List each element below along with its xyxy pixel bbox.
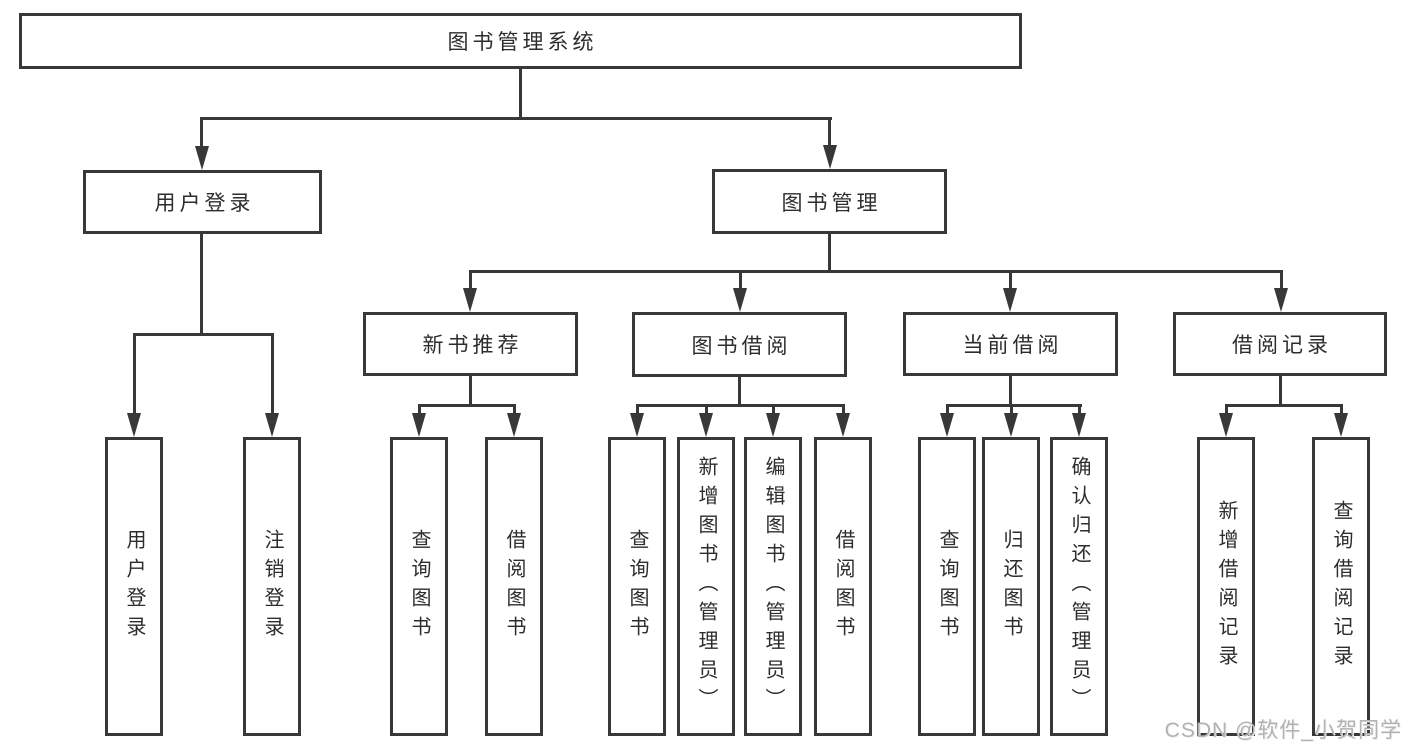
node-root: 图书管理系统 (19, 13, 1022, 69)
leaf-label: 新增图书（管理员） (695, 456, 717, 717)
arrow-down-icon (823, 145, 837, 169)
connector-line (1010, 406, 1013, 414)
connector-line (418, 406, 421, 414)
connector-line (271, 335, 274, 413)
connector-line (1225, 406, 1228, 414)
connector-line (705, 406, 708, 414)
node-label: 借阅记录 (1232, 334, 1332, 357)
connector-line (133, 335, 136, 413)
leaf-nbr-borrow-book: 借阅图书 (485, 437, 543, 736)
arrow-down-icon (1219, 413, 1233, 437)
node-borrow-record: 借阅记录 (1173, 312, 1387, 376)
connector-line (1009, 376, 1012, 406)
arrow-down-icon (412, 413, 426, 437)
connector-line (513, 406, 516, 414)
connector-line (133, 333, 274, 336)
arrow-down-icon (1334, 413, 1348, 437)
arrow-down-icon (1072, 413, 1086, 437)
connector-line (1340, 406, 1343, 414)
leaf-br-query-record: 查询借阅记录 (1312, 437, 1370, 736)
watermark: CSDN @软件_小贺同学 (1164, 719, 1402, 742)
arrow-down-icon (940, 413, 954, 437)
connector-line (519, 67, 522, 117)
arrow-down-icon (1004, 413, 1018, 437)
leaf-user-login: 用户登录 (105, 437, 163, 736)
leaf-br-add-record: 新增借阅记录 (1197, 437, 1255, 736)
node-label: 图书借阅 (691, 334, 792, 358)
connector-line (828, 119, 831, 146)
connector-line (946, 406, 949, 414)
connector-line (200, 234, 203, 335)
leaf-nbr-query-book: 查询图书 (390, 437, 448, 736)
connector-line (772, 406, 775, 414)
leaf-label: 确认归还（管理员） (1068, 456, 1090, 717)
arrow-down-icon (836, 413, 850, 437)
leaf-cb-confirm-return-admin: 确认归还（管理员） (1050, 437, 1108, 736)
connector-line (636, 404, 845, 407)
leaf-label: 借阅图书 (832, 528, 854, 645)
leaf-label: 编辑图书（管理员） (762, 456, 784, 717)
arrow-down-icon (463, 288, 477, 312)
arrow-down-icon (699, 413, 713, 437)
node-book-management: 图书管理 (712, 169, 947, 234)
arrow-down-icon (766, 413, 780, 437)
connector-line (946, 404, 1082, 407)
arrow-down-icon (1274, 288, 1288, 312)
connector-line (418, 404, 516, 407)
arrow-down-icon (733, 288, 747, 312)
connector-line (1225, 404, 1343, 407)
leaf-label: 借阅图书 (503, 528, 525, 645)
connector-line (469, 272, 472, 290)
leaf-label: 查询图书 (936, 528, 958, 645)
leaf-bb-borrow-book: 借阅图书 (814, 437, 872, 736)
connector-line (1280, 272, 1283, 290)
leaf-label: 查询借阅记录 (1330, 499, 1352, 674)
leaf-cb-query-book: 查询图书 (918, 437, 976, 736)
leaf-bb-edit-book-admin: 编辑图书（管理员） (744, 437, 802, 736)
connector-line (739, 272, 742, 290)
node-user-login: 用户登录 (83, 170, 322, 234)
leaf-label: 用户登录 (123, 528, 145, 645)
node-label: 新书推荐 (422, 334, 523, 357)
node-label: 图书管理 (781, 191, 882, 215)
arrow-down-icon (127, 413, 141, 437)
node-label: 图书管理系统 (447, 31, 598, 54)
arrow-down-icon (195, 146, 209, 170)
leaf-bb-add-book-admin: 新增图书（管理员） (677, 437, 735, 736)
node-label: 用户登录 (154, 192, 255, 215)
node-new-book-recommend: 新书推荐 (363, 312, 578, 376)
leaf-logout: 注销登录 (243, 437, 301, 736)
connector-line (1078, 406, 1081, 414)
leaf-label: 新增借阅记录 (1215, 499, 1237, 674)
connector-line (469, 376, 472, 406)
connector-line (636, 406, 639, 414)
node-current-borrow: 当前借阅 (903, 312, 1118, 376)
connector-line (200, 119, 203, 147)
connector-line (200, 117, 832, 120)
connector-line (469, 270, 1283, 273)
leaf-label: 归还图书 (1000, 528, 1022, 645)
leaf-cb-return-book: 归还图书 (982, 437, 1040, 736)
leaf-label: 注销登录 (261, 528, 283, 645)
arrow-down-icon (507, 413, 521, 437)
leaf-label: 查询图书 (408, 528, 430, 645)
connector-line (1009, 272, 1012, 290)
connector-line (842, 406, 845, 414)
connector-line (1279, 376, 1282, 406)
node-book-borrow: 图书借阅 (632, 312, 847, 377)
arrow-down-icon (265, 413, 279, 437)
connector-line (828, 234, 831, 272)
node-label: 当前借阅 (962, 334, 1063, 357)
leaf-label: 查询图书 (626, 528, 648, 645)
leaf-bb-query-book: 查询图书 (608, 437, 666, 736)
arrow-down-icon (630, 413, 644, 437)
connector-line (738, 377, 741, 406)
arrow-down-icon (1003, 288, 1017, 312)
